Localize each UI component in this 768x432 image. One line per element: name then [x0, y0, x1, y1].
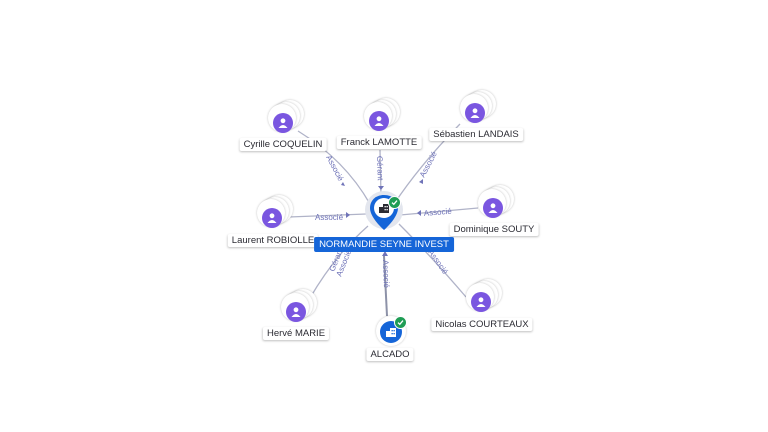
person-node-franck[interactable]	[364, 98, 404, 138]
edge-label-dominique: Associé	[423, 207, 452, 218]
node-label-herve[interactable]: Hervé MARIE	[262, 327, 330, 340]
person-icon	[369, 111, 389, 131]
edge-label-laurent: Associé	[315, 213, 344, 222]
node-label-laurent[interactable]: Laurent ROBIOLLE	[227, 234, 319, 247]
company-building-icon	[379, 204, 389, 213]
person-node-dominique[interactable]	[478, 185, 518, 225]
person-node-herve[interactable]	[281, 289, 321, 329]
person-node-nicolas[interactable]	[466, 279, 506, 319]
arrow-laurent	[346, 212, 350, 218]
arrow-franck	[378, 186, 384, 190]
center-company-node[interactable]	[362, 190, 406, 240]
node-label-alcado[interactable]: ALCADO	[366, 348, 414, 361]
edge-nicolas	[398, 223, 467, 298]
arrow-cyrille	[341, 182, 345, 186]
edge-cyrille	[297, 130, 371, 205]
edge-label-sebastien: Associé	[418, 149, 439, 178]
verified-check-icon	[388, 196, 401, 209]
person-icon	[262, 208, 282, 228]
person-node-cyrille[interactable]	[268, 100, 308, 140]
verified-check-icon	[394, 316, 407, 329]
edge-dominique	[399, 207, 479, 216]
edge-label-franck: Gérant	[375, 156, 385, 182]
node-label-franck[interactable]: Franck LAMOTTE	[336, 136, 422, 149]
center-node-label[interactable]: NORMANDIE SEYNE INVEST	[314, 237, 454, 252]
person-node-sebastien[interactable]	[460, 90, 500, 130]
person-icon	[273, 113, 293, 133]
arrow-sebastien	[419, 179, 423, 184]
person-icon	[471, 292, 491, 312]
edge-label-alcado: Associé	[381, 260, 391, 289]
arrow-alcado	[382, 251, 388, 256]
person-icon	[286, 302, 306, 322]
person-icon	[465, 103, 485, 123]
node-label-sebastien[interactable]: Sébastien LANDAIS	[429, 128, 523, 141]
company-node-alcado[interactable]	[374, 314, 408, 348]
node-label-nicolas[interactable]: Nicolas COURTEAUX	[431, 318, 533, 331]
node-label-dominique[interactable]: Dominique SOUTY	[449, 223, 539, 236]
person-node-laurent[interactable]	[257, 195, 297, 235]
arrow-dominique	[417, 210, 421, 216]
person-icon	[483, 198, 503, 218]
edge-label-cyrille: Associé	[324, 154, 345, 183]
edge-alcado	[383, 255, 388, 317]
node-label-cyrille[interactable]: Cyrille COQUELIN	[239, 138, 327, 151]
edge-herve	[309, 225, 369, 299]
edge-laurent	[288, 213, 367, 218]
edge-label-nicolas: Associé	[426, 248, 450, 277]
